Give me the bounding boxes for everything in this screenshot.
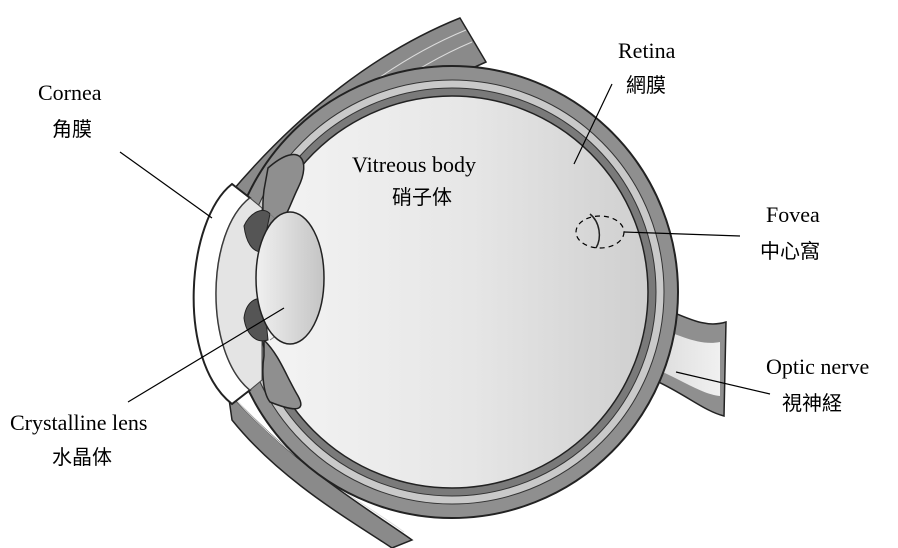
lens-label-en: Crystalline lens — [10, 410, 147, 435]
lens-label-ja: 水晶体 — [52, 445, 112, 469]
cornea-label-en: Cornea — [38, 80, 102, 105]
cornea-leader — [120, 152, 212, 218]
retina-label-en: Retina — [618, 38, 676, 63]
crystalline-lens-shape — [256, 212, 324, 344]
cornea-label-ja: 角膜 — [52, 117, 92, 141]
optic-nerve-label-en: Optic nerve — [766, 354, 869, 379]
vitreous-label-en: Vitreous body — [352, 152, 476, 177]
retina-label-ja: 網膜 — [626, 73, 666, 97]
vitreous-label-ja: 硝子体 — [392, 185, 452, 209]
fovea-label-en: Fovea — [766, 202, 820, 227]
fovea-label-ja: 中心窩 — [760, 239, 820, 263]
optic-nerve-label-ja: 視神経 — [782, 391, 842, 415]
